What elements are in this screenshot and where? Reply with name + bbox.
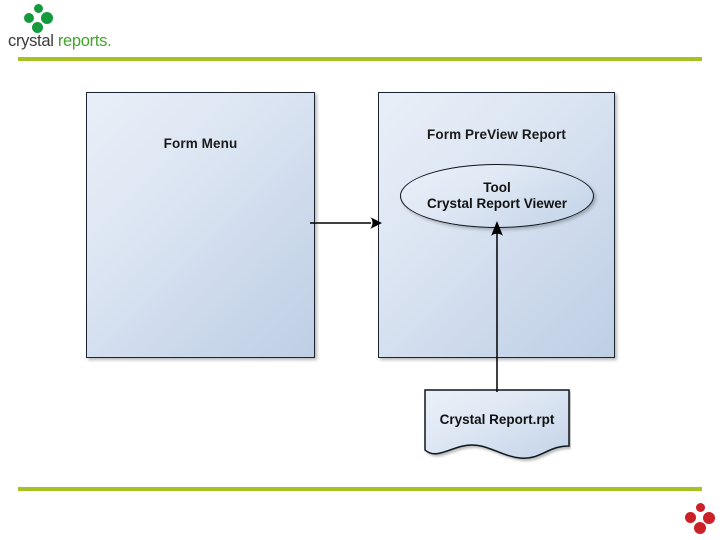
tool-ellipse-label-line2: Crystal Report Viewer <box>426 196 568 211</box>
footer-logo-dot-top <box>696 503 705 512</box>
connector-menu-to-preview <box>310 214 384 232</box>
top-accent-rule <box>18 57 702 61</box>
tool-ellipse-label-line1: Tool <box>483 179 511 195</box>
shape-form-preview-report-label: Form PreView Report <box>427 127 566 142</box>
crystal-reports-diamond-dots-red-icon <box>683 503 717 535</box>
logo-dot-right <box>41 12 53 24</box>
arrow-right-icon <box>310 217 382 229</box>
shape-tool-ellipse[interactable]: Tool Crystal Report Viewer <box>400 164 594 228</box>
logo-dot-top <box>34 4 43 13</box>
logo-wordmark: crystal reports. <box>8 32 112 51</box>
bottom-accent-rule <box>18 487 702 491</box>
shape-crystal-report-file-label: Crystal Report.rpt <box>439 412 555 427</box>
crystal-reports-diamond-dots-icon <box>22 4 56 34</box>
footer-logo-dot-bottom <box>694 522 706 534</box>
crystal-reports-logo: crystal reports. <box>8 2 116 54</box>
arrow-up-icon <box>491 221 503 392</box>
shape-crystal-report-file[interactable]: Crystal Report.rpt <box>423 388 571 463</box>
logo-dot-left <box>24 13 34 23</box>
connector-file-to-tool <box>486 220 508 392</box>
wordmark-crystal: crystal <box>8 32 54 50</box>
shape-form-menu-label: Form Menu <box>163 136 238 151</box>
wordmark-reports: reports. <box>53 32 112 50</box>
shape-form-menu[interactable]: Form Menu <box>86 92 315 358</box>
footer-logo-dot-right <box>703 512 715 524</box>
footer-logo-dot-left <box>685 512 696 523</box>
document-shape-icon <box>424 389 570 459</box>
logo-dot-bottom <box>32 22 43 33</box>
